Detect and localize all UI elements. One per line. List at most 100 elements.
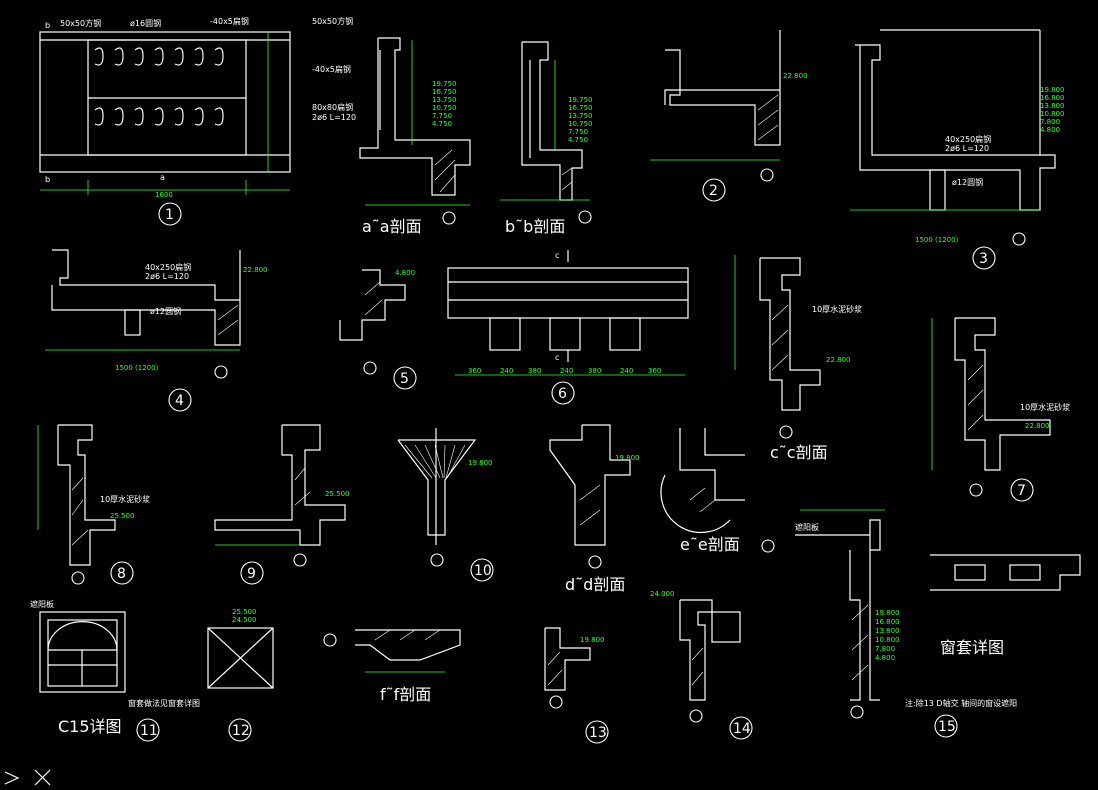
detail-15-window: 遮阳板 19.800 16.800 13.800 10.800 7.800 4.… [795,509,1081,738]
label-b-bottom: b [45,175,50,184]
svg-text:12: 12 [232,723,250,739]
dims-6: 360 240 380 240 380 240 360 [468,367,661,375]
svg-text:10.750: 10.750 [432,104,457,112]
footnote: 注:除13 D轴交 轴间的窗设遮阳 [905,698,1017,708]
detail-marker-10 [470,558,494,582]
svg-text:240: 240 [620,367,633,375]
svg-text:2ø6 L=120: 2ø6 L=120 [145,272,189,281]
detail-marker-12 [228,718,252,742]
svg-text:1500 (1200): 1500 (1200) [115,364,159,372]
section-dd: 19.800 d˜d剖面 [549,424,640,594]
svg-text:ø12圆钢: ø12圆钢 [952,177,983,187]
dim-1600: 1600 [155,191,173,199]
svg-text:16.750: 16.750 [432,88,457,96]
svg-text:19.750: 19.750 [568,96,593,104]
svg-text:13.750: 13.750 [568,112,593,120]
svg-text:19.750: 19.750 [432,80,457,88]
svg-text:10.750: 10.750 [568,120,593,128]
section-ff: f˜f剖面 [323,629,461,704]
detail-marker-11 [136,718,160,742]
detail-number-1: 1 [165,207,174,223]
label-steel-80: 80x80扁钢 [312,102,353,112]
svg-text:4: 4 [175,393,184,409]
svg-text:5: 5 [400,371,409,387]
detail-1-railing-elevation: 50x50方钢 ø16圆钢 -40x5扁钢 b b a 1600 1 [39,16,291,226]
svg-text:14: 14 [733,721,751,737]
svg-text:24.000: 24.000 [650,590,675,598]
svg-text:19.800: 19.800 [468,459,493,467]
svg-text:360: 360 [468,367,481,375]
section-ee: e˜e剖面 [660,428,775,554]
section-title-ff: f˜f剖面 [380,685,431,704]
detail-8: 10厚水泥砂浆 25.500 8 [37,424,150,585]
label-a: a [160,173,165,182]
svg-text:13.800: 13.800 [875,627,900,635]
detail-10: 19.800 10 [397,428,494,582]
svg-text:11: 11 [140,723,158,739]
detail-marker-9 [240,561,264,585]
svg-text:22.800: 22.800 [243,266,268,274]
svg-text:8: 8 [117,566,126,582]
svg-text:22.800: 22.800 [826,356,851,364]
svg-text:7: 7 [1017,483,1026,499]
svg-text:c: c [555,251,559,260]
section-aa: 50x50方钢 -40x5扁钢 80x80扁钢 2ø6 L=120 19.750… [312,16,471,236]
detail-marker-3 [972,246,996,270]
svg-text:40x250扁钢: 40x250扁钢 [945,134,991,144]
detail-marker-8 [110,561,134,585]
label-steel-50-aa: 50x50方钢 [312,16,353,26]
label-sunshade-11: 遮阳板 [30,599,54,609]
svg-text:24.500: 24.500 [232,616,257,624]
svg-text:10厚水泥砂浆: 10厚水泥砂浆 [1020,402,1070,412]
svg-text:10厚水泥砂浆: 10厚水泥砂浆 [812,304,862,314]
svg-text:16.750: 16.750 [568,104,593,112]
elevations-15: 19.800 16.800 13.800 10.800 7.800 4.800 [875,609,900,662]
svg-text:13.800: 13.800 [1040,102,1065,110]
section-title-ee: e˜e剖面 [680,535,740,554]
svg-text:25.500: 25.500 [325,490,350,498]
svg-text:19.800: 19.800 [615,454,640,462]
section-title-dd: d˜d剖面 [565,575,625,594]
svg-text:360: 360 [648,367,661,375]
svg-text:19.800: 19.800 [875,609,900,617]
svg-text:2: 2 [709,183,718,199]
section-title-cc: c˜c剖面 [770,443,828,462]
svg-text:380: 380 [588,367,601,375]
detail-14: 24.000 14 [650,590,753,740]
svg-text:4.800: 4.800 [395,269,415,277]
section-title-aa: a˜a剖面 [362,217,422,236]
detail-4: 40x250扁钢 2ø6 L=120 ø12圆钢 22.800 1500 (12… [45,249,268,412]
detail-marker-4 [168,388,192,412]
svg-text:6: 6 [558,386,567,402]
label-flat-40: -40x5扁钢 [210,16,249,26]
svg-text:7.750: 7.750 [432,112,452,120]
svg-text:10厚水泥砂浆: 10厚水泥砂浆 [100,494,150,504]
label-steel-50: 50x50方钢 [60,18,101,28]
detail-2: 22.800 2 [650,30,808,202]
label-flat-40-aa: -40x5扁钢 [312,64,351,74]
elevations-aa: 19.750 16.750 13.750 10.750 7.750 4.750 [432,80,457,128]
section-cc: 10厚水泥砂浆 22.800 c˜c剖面 [734,255,862,462]
detail-11-c15: 遮阳板 窗套做法见窗套详图 C15详图 11 [30,599,200,742]
detail-marker-1 [158,202,182,226]
detail-13: 19.800 13 [544,627,609,744]
detail-7: 10厚水泥砂浆 22.800 7 [931,317,1070,502]
svg-text:16.800: 16.800 [875,618,900,626]
svg-text:10: 10 [474,563,492,579]
svg-text:240: 240 [560,367,573,375]
svg-text:4.750: 4.750 [568,136,588,144]
detail-marker-2 [702,178,726,202]
svg-text:3: 3 [979,251,988,267]
svg-text:2ø6 L=120: 2ø6 L=120 [945,144,989,153]
section-title-bb: b˜b剖面 [505,217,565,236]
detail-3: 19.800 16.800 13.800 10.800 7.800 4.800 … [850,29,1065,270]
svg-text:窗套做法见窗套详图: 窗套做法见窗套详图 [128,698,200,708]
svg-text:13: 13 [589,725,607,741]
svg-text:40x250扁钢: 40x250扁钢 [145,262,191,272]
detail-9: 25.500 9 [214,424,350,585]
svg-text:19.800: 19.800 [1040,86,1065,94]
svg-text:25.500: 25.500 [232,608,257,616]
svg-text:22.800: 22.800 [783,72,808,80]
svg-text:1500 (1200): 1500 (1200) [915,236,959,244]
